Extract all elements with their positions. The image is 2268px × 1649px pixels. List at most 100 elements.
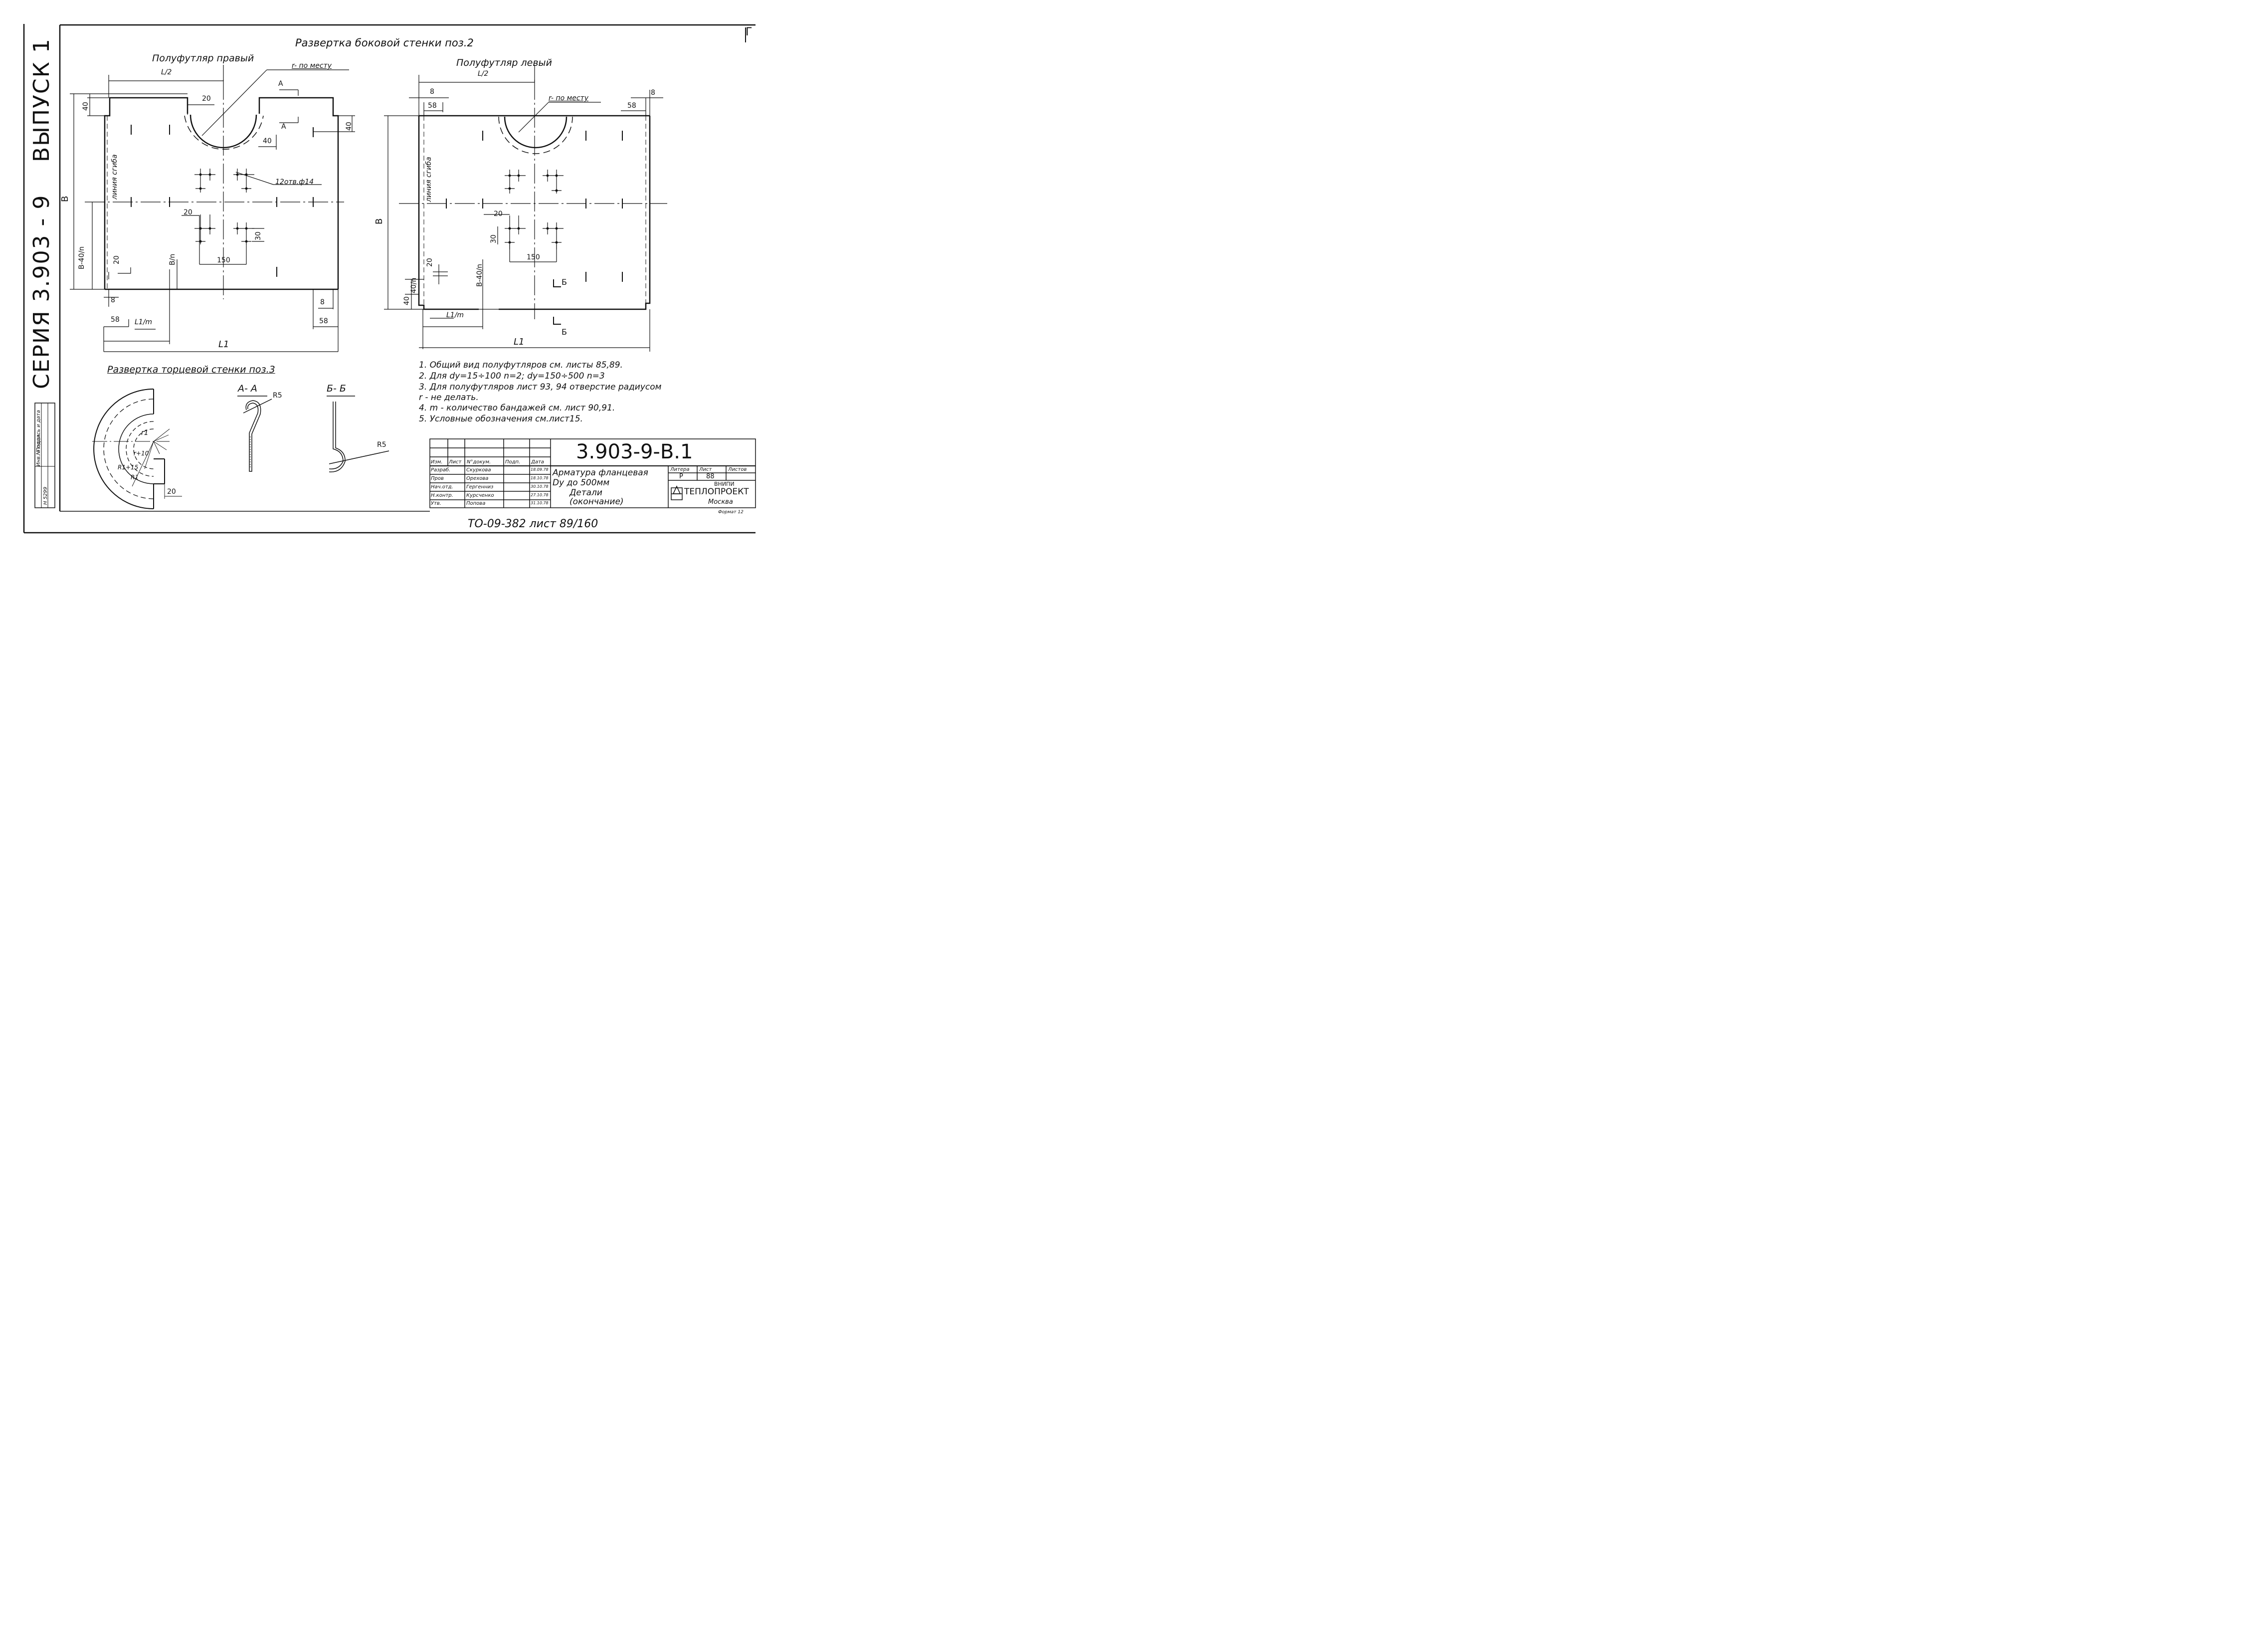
note-3: 3. Для полуфутляров лист 93, 94 отверсти… <box>419 382 662 392</box>
tb-date-3: 30.10.78 <box>531 484 549 489</box>
tb-name-4: Курсченко <box>466 493 494 498</box>
tb-role-3: Нач.отд. <box>431 484 453 490</box>
tb-format: Формат 12 <box>718 510 744 515</box>
tb-role-5: Утв. <box>431 501 441 506</box>
drawing-sheet <box>23 24 756 534</box>
dim-8-left-a: 8 <box>111 296 115 304</box>
dim-40-right: 40 <box>345 122 353 131</box>
tb-role-2: Пров <box>431 476 444 481</box>
corner-mark: Г <box>746 26 753 38</box>
section-BB-radius: R5 <box>377 441 386 449</box>
dim-half-L-left: L/2 <box>161 68 172 76</box>
tb-header-4: Подп. <box>505 459 521 465</box>
tb-role-1: Разраб. <box>431 467 451 473</box>
footer-ref: ТО-09-382 лист 89/160 <box>468 518 598 530</box>
tb-header-2: Лист <box>449 459 462 465</box>
dim-30-right: 30 <box>490 234 498 243</box>
tb-header-5: Дата <box>531 459 544 465</box>
tb-sheet-header: Лист <box>699 467 712 472</box>
r-note-left: r- по месту <box>292 62 332 70</box>
dim-30-left: 30 <box>254 231 262 240</box>
bend-line-left: линия сгиба <box>111 154 119 200</box>
tb-desc-3: Детали <box>569 488 602 498</box>
tb-org-2: ТЕПЛОПРОЕКТ <box>684 487 749 497</box>
end-wall-rb: R1 <box>131 474 139 481</box>
tb-role-4: Н.контр. <box>431 493 453 498</box>
section-AA-title: A- A <box>238 383 257 394</box>
tb-name-5: Попова <box>466 501 486 506</box>
holes-note: 12отв.ф14 <box>275 178 314 186</box>
section-A-bottom: A <box>281 123 286 131</box>
section-BB-title: Б- Б <box>327 383 346 394</box>
end-wall-d20: 20 <box>167 488 176 496</box>
note-4: 4. m - количество бандажей см. лист 90,9… <box>419 403 615 413</box>
tb-org-1: ВНИПИ <box>714 481 735 487</box>
dim-L1m-left: L1/m <box>135 318 153 326</box>
tb-name-2: Орехова <box>466 476 489 481</box>
dim-8-right-a: 8 <box>320 298 325 306</box>
tb-org-3: Москва <box>708 498 733 506</box>
dim-58-right-view-r: 58 <box>627 102 636 110</box>
tb-sheet-no: 88 <box>706 473 715 480</box>
tb-lit-value: Р <box>679 473 683 480</box>
tb-name-1: Скуркова <box>466 467 491 473</box>
tb-header-3: N°докум. <box>467 459 491 465</box>
dim-20-mid-right: 20 <box>494 210 503 218</box>
dim-40n-right-view: 40/n <box>410 277 418 293</box>
dim-8-right-view-r: 8 <box>651 89 655 97</box>
inv-number: Н 5299 <box>43 486 48 505</box>
bend-line-right: линия сгиба <box>425 157 433 202</box>
tb-sheets-header: Листов <box>728 467 747 472</box>
tb-desc-1: Арматура фланцевая <box>553 468 648 478</box>
dim-58-right-view-l: 58 <box>428 102 437 110</box>
dim-40-cut: 40 <box>263 137 272 145</box>
dim-20-top: 20 <box>202 95 211 103</box>
tb-date-1: 18.09.78 <box>531 467 549 472</box>
sign-label: Подпись и дата <box>36 410 41 451</box>
dim-20-mid-left: 20 <box>184 208 192 216</box>
note-2: 2. Для dy=15÷100 n=2; dy=150÷500 n=3 <box>419 371 605 381</box>
dim-8-right-view-l: 8 <box>430 88 434 96</box>
end-wall-ra: R1+15 <box>118 464 139 471</box>
note-5: 5. Условные обозначения см.лист15. <box>419 414 583 424</box>
dim-L1-right: L1 <box>514 337 525 347</box>
dim-40-top: 40 <box>82 102 90 111</box>
dim-B40-left: B-40/n <box>78 246 86 269</box>
series-label: СЕРИЯ 3.903 - 9 <box>29 194 54 389</box>
dim-150-right: 150 <box>527 253 540 261</box>
end-wall-title: Развертка торцевой стенки поз.3 <box>107 364 275 375</box>
dim-150-left: 150 <box>217 256 230 264</box>
tb-desc-2: Dy до 500мм <box>553 478 610 488</box>
tb-desc-4: (окончание) <box>569 497 624 507</box>
right-view-title: Полуфутляр левый <box>456 57 552 68</box>
note-1: 1. Общий вид полуфутляров см. листы 85,8… <box>419 360 623 370</box>
tb-date-5: 31.10.78 <box>531 501 549 505</box>
dim-40-right-view: 40 <box>403 296 411 305</box>
r-note-right: r- по месту <box>549 94 588 102</box>
tb-header-1: Изм. <box>431 459 443 465</box>
section-AA-radius: R5 <box>273 392 282 400</box>
note-3-cont: r - не делать. <box>419 393 479 403</box>
left-view-title: Полуфутляр правый <box>152 53 254 64</box>
end-wall-r1: r1 <box>141 429 149 437</box>
dim-20-small-right: 20 <box>426 258 434 267</box>
dim-L1-left: L1 <box>218 339 229 350</box>
dim-20-small-left: 20 <box>113 255 121 264</box>
dim-B40-right: B-40/n <box>476 263 484 287</box>
org-logo <box>671 485 683 500</box>
dim-58-right-a: 58 <box>319 317 328 325</box>
tb-lit-header: Литера <box>670 467 690 472</box>
dim-B-left: B <box>60 196 70 202</box>
dim-B-right: B <box>374 218 384 224</box>
dim-half-L-right: L/2 <box>478 70 489 78</box>
end-wall-r-note: r+10 <box>134 450 149 457</box>
section-B-top: Б <box>562 277 567 287</box>
dim-Bn-left: B/n <box>169 253 177 265</box>
tb-date-4: 27.10.78 <box>531 493 549 497</box>
dim-58-left-a: 58 <box>111 316 120 324</box>
section-A-top: A <box>278 80 283 88</box>
section-B-bottom: Б <box>562 327 567 337</box>
issue-label: ВЫПУСК 1 <box>29 38 54 162</box>
tb-name-3: Гергенниз <box>466 484 494 490</box>
sheet-title: Развертка боковой стенки поз.2 <box>295 37 474 49</box>
